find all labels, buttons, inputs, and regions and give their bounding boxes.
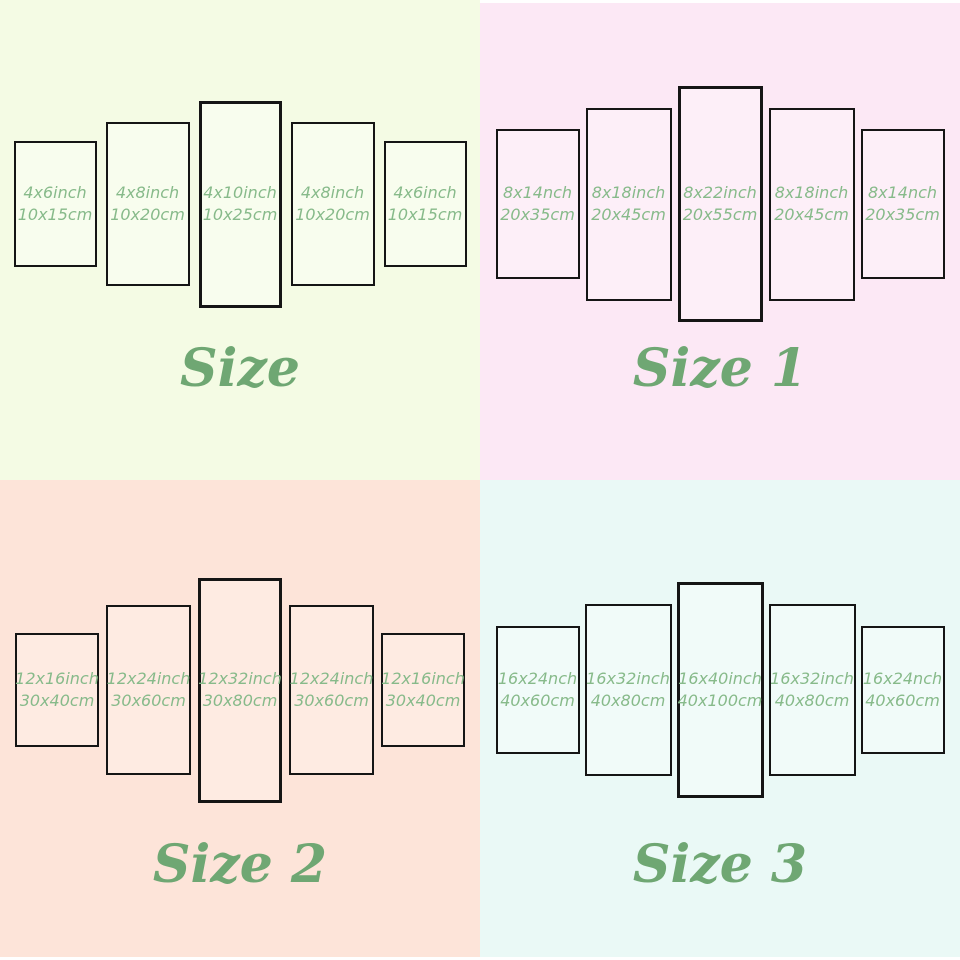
panel-size-inch: 8x14nch (502, 182, 573, 202)
quadrant-title: Size 1 (632, 338, 808, 399)
panel-size-label: 8x18inch 20x45cm (591, 182, 666, 227)
panel-size-inch: 4x8inch (300, 182, 365, 202)
panel-size-inch: 8x18inch (774, 182, 849, 202)
panel-size-cm: 30x60cm (111, 691, 186, 710)
panel-size-label: 8x22inch 20x55cm (683, 182, 758, 227)
panel-size-label: 16x24nch 40x60cm (863, 668, 942, 713)
panel-size-inch: 16x40inch (678, 668, 762, 688)
panel-size-cm: 20x45cm (774, 205, 849, 224)
panel-size-label: 12x24inch 30x60cm (290, 668, 374, 713)
panel-size-inch: 4x8inch (115, 182, 180, 202)
canvas-panel-4: 12x24inch 30x60cm (289, 605, 374, 775)
canvas-panel-3: 4x10inch 10x25cm (198, 100, 282, 308)
canvas-panel-5: 16x24nch 40x60cm (860, 626, 945, 754)
panel-size-inch: 4x6inch (393, 182, 457, 202)
panel-size-cm: 20x35cm (865, 205, 940, 224)
quadrant-title: Size 3 (632, 834, 808, 895)
panel-size-cm: 10x15cm (387, 205, 463, 224)
panel-size-label: 8x18inch 20x45cm (774, 182, 849, 227)
panel-size-inch: 16x32inch (770, 668, 854, 688)
canvas-panel-2: 8x18inch 20x45cm (585, 107, 672, 301)
panel-size-cm: 10x20cm (110, 205, 185, 224)
panel-size-label: 4x8inch 10x20cm (295, 182, 370, 227)
panel-size-inch: 8x22inch (683, 182, 757, 202)
quadrant-size-1: 8x14nch 20x35cm 8x18inch 20x45cm 8x22inc… (480, 0, 960, 480)
panel-size-label: 4x6inch 10x15cm (388, 182, 463, 227)
panel-size-inch: 12x16inch (381, 668, 465, 688)
panel-size-inch: 4x6inch (23, 182, 87, 202)
canvas-panel-4: 8x18inch 20x45cm (768, 107, 855, 301)
panel-size-label: 4x6inch 10x15cm (18, 182, 93, 227)
canvas-panel-2: 12x24inch 30x60cm (106, 605, 191, 775)
panel-size-inch: 8x18inch (591, 182, 666, 202)
canvas-panel-3: 8x22inch 20x55cm (677, 86, 763, 322)
panel-size-inch: 8x14nch (867, 182, 938, 202)
panel-size-label: 8x14nch 20x35cm (865, 182, 940, 227)
canvas-panel-1: 16x24nch 40x60cm (495, 626, 580, 754)
panel-size-label: 4x8inch 10x20cm (110, 182, 185, 227)
canvas-panel-5: 8x14nch 20x35cm (860, 129, 945, 279)
panel-size-cm: 30x60cm (294, 691, 369, 710)
white-edge-artifact-top (480, 0, 960, 3)
panel-size-cm: 10x25cm (202, 205, 278, 224)
canvas-panel-5: 12x16inch 30x40cm (381, 633, 465, 747)
quadrant-size-3: 16x24nch 40x60cm 16x32inch 40x80cm 16x40… (480, 480, 960, 960)
panel-size-cm: 30x40cm (385, 691, 461, 710)
panel-size-cm: 30x80cm (202, 691, 278, 710)
panel-size-inch: 16x24nch (862, 668, 943, 688)
canvas-panel-2: 4x8inch 10x20cm (105, 122, 190, 286)
panel-size-label: 12x16inch 30x40cm (381, 668, 465, 713)
panel-row: 16x24nch 40x60cm 16x32inch 40x80cm 16x40… (480, 480, 960, 900)
canvas-panel-1: 8x14nch 20x35cm (495, 129, 580, 279)
canvas-panel-3: 16x40inch 40x100cm (676, 582, 764, 798)
panel-size-label: 8x14nch 20x35cm (500, 182, 575, 227)
panel-size-label: 16x40inch 40x100cm (678, 668, 763, 713)
panel-size-label: 12x32inch 30x80cm (198, 668, 282, 713)
canvas-panel-4: 16x32inch 40x80cm (768, 604, 856, 776)
panel-size-label: 12x16inch 30x40cm (15, 668, 99, 713)
panel-row: 12x16inch 30x40cm 12x24inch 30x60cm 12x3… (0, 480, 480, 900)
panel-size-inch: 12x24inch (289, 668, 374, 688)
panel-size-cm: 40x100cm (677, 691, 763, 710)
canvas-panel-2: 16x32inch 40x80cm (584, 604, 672, 776)
white-edge-artifact-bottom (0, 957, 960, 960)
panel-size-label: 4x10inch 10x25cm (203, 182, 278, 227)
panel-size-inch: 12x32inch (198, 668, 282, 688)
panel-size-inch: 12x24inch (106, 668, 191, 688)
panel-size-inch: 16x24nch (497, 668, 578, 688)
quadrant-title: Size (180, 338, 300, 399)
quadrant-size-2: 12x16inch 30x40cm 12x24inch 30x60cm 12x3… (0, 480, 480, 960)
panel-size-cm: 10x20cm (295, 205, 370, 224)
panel-size-label: 16x32inch 40x80cm (770, 668, 854, 713)
quadrant-title: Size 2 (152, 834, 328, 895)
canvas-panel-4: 4x8inch 10x20cm (290, 122, 375, 286)
panel-size-cm: 40x80cm (774, 691, 850, 710)
panel-size-label: 16x32inch 40x80cm (586, 668, 670, 713)
panel-size-label: 16x24nch 40x60cm (498, 668, 577, 713)
panel-size-inch: 12x16inch (15, 668, 99, 688)
quadrant-size: 4x6inch 10x15cm 4x8inch 10x20cm 4x10inch… (0, 0, 480, 480)
panel-row: 4x6inch 10x15cm 4x8inch 10x20cm 4x10inch… (0, 0, 480, 408)
canvas-panel-5: 4x6inch 10x15cm (383, 141, 467, 267)
panel-size-cm: 30x40cm (19, 691, 95, 710)
canvas-panel-3: 12x32inch 30x80cm (198, 577, 282, 803)
panel-size-cm: 20x55cm (682, 205, 758, 224)
panel-size-cm: 20x35cm (500, 205, 575, 224)
panel-size-inch: 4x10inch (203, 182, 277, 202)
panel-size-cm: 40x80cm (590, 691, 666, 710)
panel-size-cm: 10x15cm (17, 205, 93, 224)
panel-size-label: 12x24inch 30x60cm (107, 668, 191, 713)
panel-size-inch: 16x32inch (586, 668, 670, 688)
panel-size-cm: 20x45cm (591, 205, 666, 224)
panel-row: 8x14nch 20x35cm 8x18inch 20x45cm 8x22inc… (480, 0, 960, 408)
panel-size-cm: 40x60cm (865, 691, 940, 710)
canvas-panel-1: 12x16inch 30x40cm (15, 633, 99, 747)
canvas-panel-1: 4x6inch 10x15cm (13, 141, 97, 267)
panel-size-cm: 40x60cm (500, 691, 575, 710)
